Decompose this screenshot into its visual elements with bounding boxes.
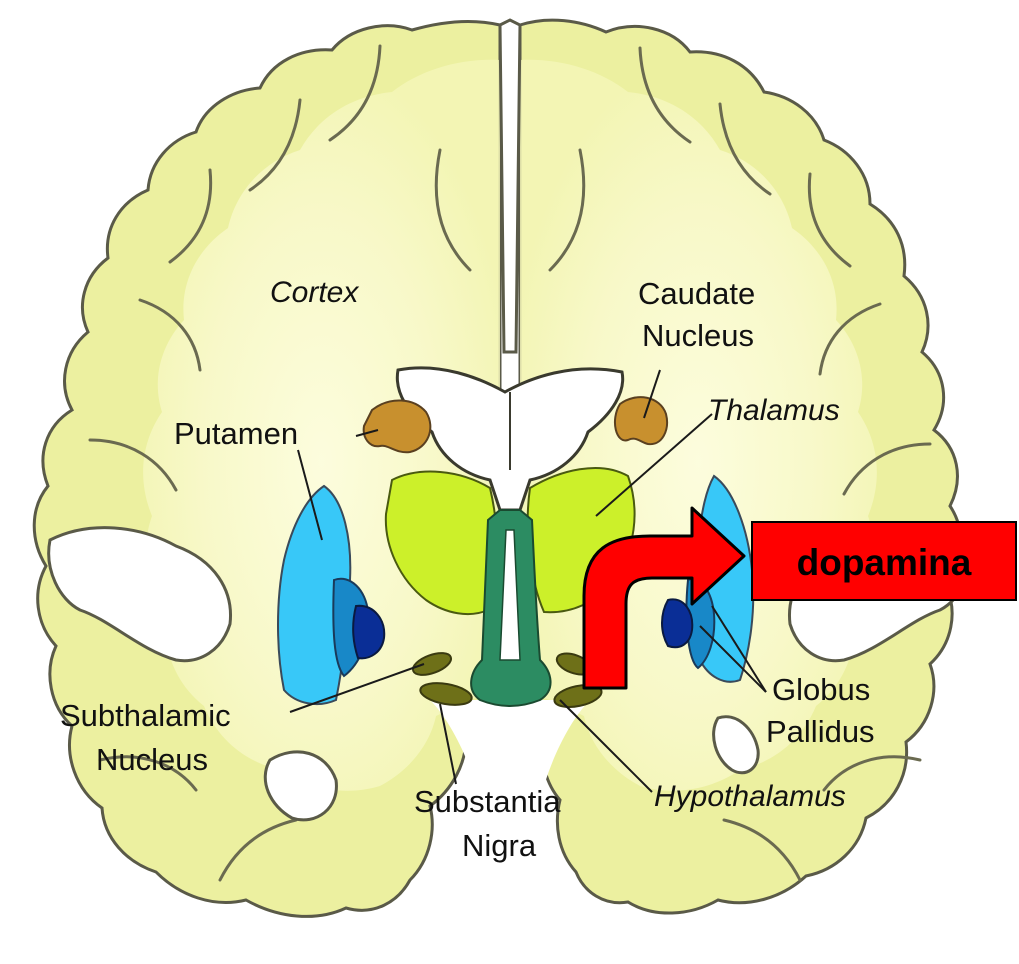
caudate-right [615, 397, 667, 444]
longitudinal-fissure [500, 20, 520, 352]
label-substantia-line2: Nigra [462, 828, 537, 863]
label-globus-line2: Pallidus [766, 714, 875, 749]
label-subthalamic-line2: Nucleus [96, 742, 208, 777]
globus-internal-right [662, 599, 692, 647]
label-thalamus: Thalamus [708, 394, 840, 427]
label-cortex: Cortex [270, 276, 359, 309]
label-globus-line1: Globus [772, 672, 870, 707]
label-hypothalamus: Hypothalamus [654, 780, 846, 813]
dopamina-callout-text: dopamina [797, 542, 972, 583]
caudate-left [364, 400, 431, 452]
label-caudate-line1: Caudate [638, 276, 755, 311]
label-subthalamic-line1: Subthalamic [60, 698, 231, 733]
label-putamen: Putamen [174, 416, 298, 451]
label-substantia-line1: Substantia [414, 784, 561, 819]
label-caudate-line2: Nucleus [642, 318, 754, 353]
